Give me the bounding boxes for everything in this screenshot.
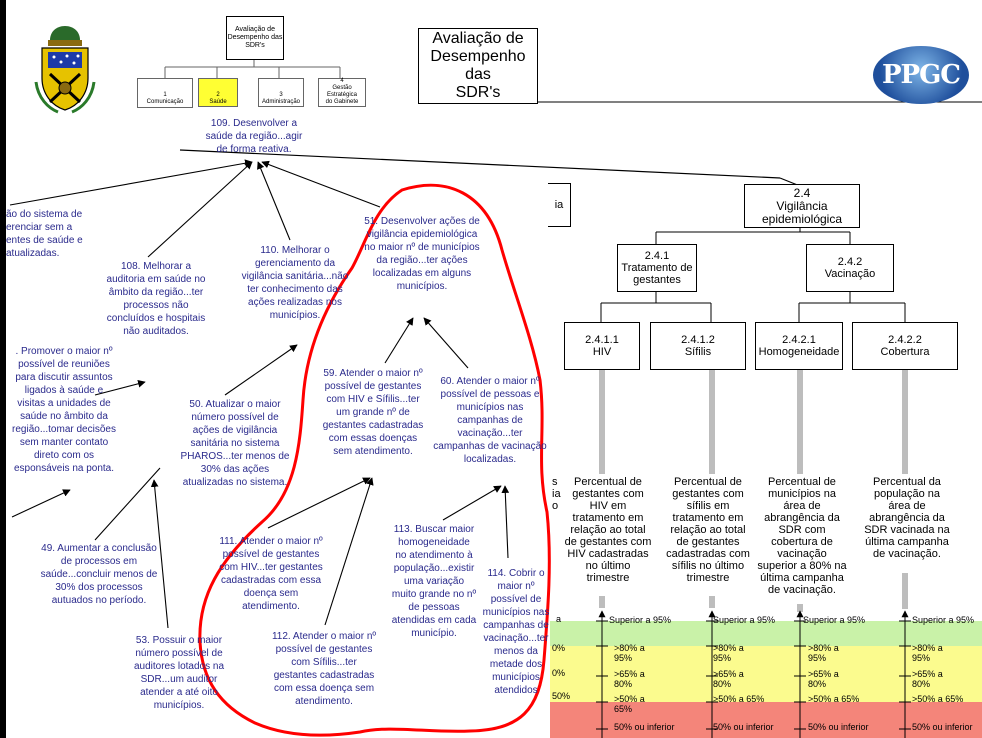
descriptor-bar	[709, 370, 715, 474]
tree-node-2-4-2-1[interactable]: 2.4.2.1 Homogeneidade	[755, 322, 843, 370]
tree-node-2-4-1-2[interactable]: 2.4.1.2 Sífilis	[650, 322, 746, 370]
scale-label-50-inferior: 50% ou inferior	[614, 722, 675, 732]
node-113[interactable]: 113. Buscar maior homogeneidade no atend…	[391, 524, 477, 639]
scale-band-excellent	[550, 621, 982, 646]
scale-label-superior: Superior a 95%	[713, 615, 776, 625]
left-edge-bar	[0, 0, 6, 738]
descriptor-hiv: Percentual de gestantes com HIV em trata…	[564, 476, 652, 584]
scale-label-65-80: >65% a 80%	[713, 669, 744, 689]
tree-node-2-4[interactable]: 2.4 Vigilância epidemiológica	[744, 184, 860, 228]
scale-label-80-95: >80% a 95%	[614, 643, 645, 663]
node-108[interactable]: 108. Melhorar a auditoria em saúde no âm…	[106, 261, 206, 337]
mini-item-saude[interactable]: 2 Saúde	[198, 78, 238, 107]
tree-node-2-4-1[interactable]: 2.4.1 Tratamento de gestantes	[617, 244, 697, 292]
scale-label-50-inferior: 50% ou inferior	[713, 722, 774, 732]
descriptor-bar	[797, 370, 803, 474]
university-crest-logo	[34, 26, 96, 114]
scale-label-80-95: >80% a 95%	[912, 643, 943, 663]
descriptor-bar	[709, 596, 715, 608]
node-110[interactable]: 110. Melhorar o gerenciamento da vigilân…	[241, 245, 349, 321]
scale-label-50-inferior: 50% ou inferior	[912, 722, 973, 732]
tree-node-2-4-1-1[interactable]: 2.4.1.1 HIV	[564, 322, 640, 370]
scale-label-50-65: >50% a 65%	[713, 694, 765, 704]
node-51[interactable]: 51. Desenvolver ações de vigilância epid…	[364, 216, 480, 292]
tree-line	[179, 149, 781, 179]
ppgc-logo-text: PPGC	[882, 60, 961, 90]
scale-label-50-65: >50% a 65%	[912, 694, 964, 704]
scale-label-65-80: >65% a 80%	[614, 669, 645, 689]
highlight-outline	[198, 183, 551, 737]
scale-band-good	[550, 646, 982, 702]
scale-label-50-inferior: 50% ou inferior	[808, 722, 869, 732]
main-title-box: Avaliação de Desempenho das SDR's	[418, 28, 538, 104]
node-114[interactable]: 114. Cobrir o maior nº possível de munic…	[482, 568, 550, 696]
descriptor-cobertura: Percentual da população na área de abran…	[864, 476, 950, 560]
ppgc-logo: PPGC	[873, 46, 969, 104]
tree-node-cut[interactable]: ia	[548, 183, 571, 227]
descriptor-cut: s ia o	[552, 476, 561, 512]
node-112[interactable]: 112. Atender o maior nº possível de gest…	[271, 631, 377, 707]
mini-item-comunicacao[interactable]: 1 Comunicação	[137, 78, 193, 108]
node-left-partial[interactable]: ão do sistema de erenciar sem a entes de…	[6, 209, 83, 259]
scale-label-80-95: >80% a 95%	[713, 643, 744, 663]
scale-cut-label: a	[556, 614, 562, 624]
node-109[interactable]: 109. Desenvolver a saúde da região...agi…	[205, 118, 303, 155]
node-111[interactable]: 111. Atender o maior nº possível de gest…	[219, 536, 323, 612]
scale-cut-label: 0%	[552, 643, 566, 653]
node-60[interactable]: 60. Atender o maior nº possível de pesso…	[433, 376, 547, 465]
node-59[interactable]: 59. Atender o maior nº possível de gesta…	[322, 368, 424, 457]
mini-item-gestao[interactable]: 4 Gestão Estratégica do Gabinete	[318, 78, 366, 107]
descriptor-sifilis: Percentual de gestantes com sífilis em t…	[666, 476, 750, 584]
descriptor-bar	[902, 370, 908, 474]
scale-cut-label: 50%	[552, 691, 571, 701]
mini-item-administracao[interactable]: 3 Administração	[258, 78, 304, 107]
node-53[interactable]: 53. Possuir o maior número possível de a…	[133, 635, 225, 711]
node-promover[interactable]: . Promover o maior nº possível de reuniõ…	[12, 346, 116, 474]
tree-node-2-4-2-2[interactable]: 2.4.2.2 Cobertura	[852, 322, 958, 370]
descriptor-homogeneidade: Percentual de municípios na área de abra…	[757, 476, 847, 596]
scale-cut-label: 0%	[552, 668, 566, 678]
descriptor-bar	[599, 370, 605, 474]
scale-label-superior: Superior a 95%	[803, 615, 866, 625]
node-49[interactable]: 49. Aumentar a conclusão de processos em…	[40, 543, 158, 606]
scale-label-65-80: >65% a 80%	[808, 669, 839, 689]
scale-band-poor	[550, 702, 982, 738]
scale-label-superior: Superior a 95%	[912, 615, 975, 625]
scale-label-50-65: >50% a 65%	[808, 694, 860, 704]
scale-label-65-80: >65% a 80%	[912, 669, 943, 689]
mini-root-box: Avaliação de Desempenho das SDR's	[226, 16, 284, 60]
descriptor-bar	[902, 573, 908, 609]
tree-node-2-4-2[interactable]: 2.4.2 Vacinação	[806, 244, 894, 292]
node-50[interactable]: 50. Atualizar o maior número possível de…	[180, 399, 290, 488]
descriptor-bar	[599, 596, 605, 608]
scale-label-80-95: >80% a 95%	[808, 643, 839, 663]
descriptor-bar	[797, 604, 803, 612]
scale-label-50-65: >50% a 65%	[614, 694, 645, 714]
scale-label-superior: Superior a 95%	[609, 615, 672, 625]
